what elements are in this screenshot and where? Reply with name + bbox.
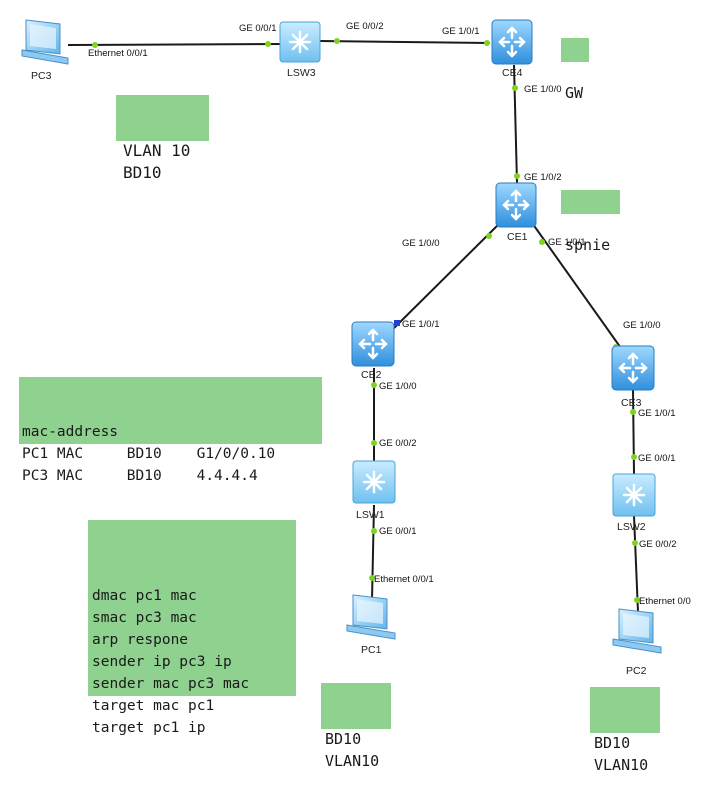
port-label: GE 1/0/0 [623, 320, 661, 331]
note-line: VLAN 10 [123, 141, 191, 160]
port-dot [514, 173, 520, 179]
router-icon [491, 19, 533, 65]
port-dot [539, 239, 545, 245]
note-line: BD10 [594, 734, 631, 752]
port-label: Ethernet 0/0 [639, 596, 691, 607]
note-line: VLAN10 [594, 756, 649, 774]
port-label: GE 1/0/1 [402, 319, 440, 330]
router-icon [351, 321, 395, 367]
port-dot [265, 41, 271, 47]
port-label: Ethernet 0/0/1 [88, 48, 148, 59]
port-label: GE 1/0/1 [548, 237, 586, 248]
port-dot [334, 38, 340, 44]
network-topology: PC3 LSW3 CE4 CE1 [21, 19, 691, 677]
port-dot [631, 454, 637, 460]
ce2-label: CE2 [361, 369, 382, 381]
ce1-label: CE1 [507, 231, 528, 243]
note-line: sender ip pc3 ip [92, 654, 232, 670]
note-line: BD10 [325, 730, 362, 748]
port-label: GE 0/0/2 [639, 539, 677, 550]
port-label: GE 1/0/2 [524, 172, 562, 183]
note-line: smac pc3 mac [92, 610, 197, 626]
note-line: PC1 MAC BD10 G1/0/0.10 [22, 446, 276, 462]
port-dot [630, 409, 636, 415]
note-line: GW [565, 84, 584, 102]
note-line: VLAN10 [325, 752, 380, 770]
link-ce1-ce2 [385, 219, 504, 337]
note-line: BD10 [123, 163, 162, 182]
port-dot [512, 85, 518, 91]
pc2-device[interactable] [612, 608, 662, 654]
port-label: GE 0/0/1 [638, 453, 676, 464]
lsw3-label: LSW3 [287, 67, 316, 79]
port-label: GE 1/0/0 [379, 381, 417, 392]
link-pc3-lsw3 [67, 43, 285, 46]
port-dot [634, 597, 640, 603]
note-line: arp respone [92, 632, 189, 648]
port-label: GE 1/0/0 [524, 84, 562, 95]
port-label: GE 0/0/2 [379, 438, 417, 449]
lsw3-device[interactable] [279, 21, 321, 63]
vlan-bd-note-top: VLAN 10 BD10 [116, 95, 209, 182]
router-icon [495, 182, 537, 228]
port-dot [371, 382, 377, 388]
port-dot [484, 40, 490, 46]
port-label: GE 1/0/1 [638, 408, 676, 419]
ce2-device[interactable] [351, 321, 395, 367]
ce4-device[interactable] [491, 19, 533, 65]
port-label: GE 1/0/0 [402, 238, 440, 249]
port-label: GE 0/0/1 [379, 526, 417, 537]
link-lsw2-pc2 [633, 515, 639, 613]
pc3-label: PC3 [31, 70, 52, 82]
note-line: sender mac pc3 mac [92, 676, 250, 692]
gw-note: GW [561, 38, 589, 102]
note-line: target pc1 ip [92, 720, 206, 736]
port-dot [92, 42, 98, 48]
pc2-label: PC2 [626, 665, 647, 677]
link-lsw3-ce4 [319, 40, 491, 44]
ce3-device[interactable] [611, 345, 655, 391]
link-ce1-ce3 [529, 219, 629, 359]
link-lsw1-pc1 [371, 504, 375, 601]
ce4-label: CE4 [502, 67, 523, 79]
note-line: mac-address [22, 424, 119, 440]
port-dot [632, 540, 638, 546]
note-line: dmac pc1 mac [92, 588, 197, 604]
ce1-device[interactable] [495, 182, 537, 228]
arp-note: dmac pc1 mac smac pc3 mac arp respone sende… [88, 520, 296, 736]
port-dot-active [394, 320, 400, 326]
port-dots [92, 38, 640, 603]
port-dot [371, 528, 377, 534]
note-line: target mac pc1 [92, 698, 215, 714]
note-line: spnie [565, 236, 611, 254]
lsw1-device[interactable] [352, 460, 396, 504]
spine-note: spnie [561, 190, 620, 254]
port-dot [369, 575, 375, 581]
port-label: Ethernet 0/0/1 [374, 574, 434, 585]
lsw2-label: LSW2 [617, 521, 646, 533]
port-dot [486, 233, 492, 239]
lsw1-label: LSW1 [356, 509, 385, 521]
link-ce4-ce1 [513, 64, 518, 184]
note-line: PC3 MAC BD10 4.4.4.4 [22, 468, 258, 484]
port-label: GE 1/0/1 [442, 26, 480, 37]
pc3-device[interactable] [21, 19, 69, 65]
ce3-label: CE3 [621, 397, 642, 409]
port-label: GE 0/0/1 [239, 23, 277, 34]
link-ce3-lsw2 [632, 389, 635, 475]
lsw2-device[interactable] [612, 473, 656, 517]
pc1-device[interactable] [346, 594, 396, 640]
port-dot [371, 440, 377, 446]
router-icon [611, 345, 655, 391]
port-label: GE 0/0/2 [346, 21, 384, 32]
port-labels: Ethernet 0/0/1 GE 0/0/1 GE 0/0/2 GE 1/0/… [88, 21, 691, 607]
pc1-label: PC1 [361, 644, 382, 656]
